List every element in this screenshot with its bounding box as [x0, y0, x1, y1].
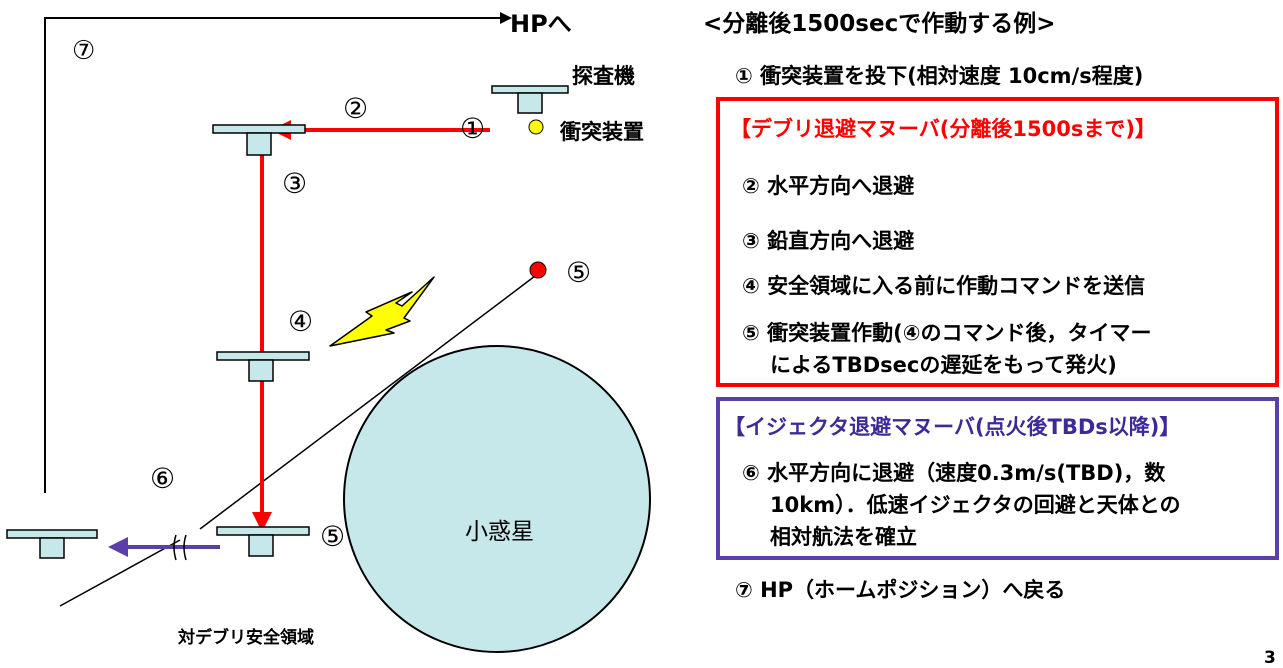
ejecta-line3: 相対航法を確立 [770, 525, 917, 549]
debris-step4: ④ 安全領域に入る前に作動コマンドを送信 [742, 274, 1146, 298]
impact-point [529, 261, 547, 279]
impactor-label: 衝突装置 [560, 120, 644, 144]
step5-marker-bottom: ⑤ [320, 520, 346, 553]
asteroid-label: 小惑星 [465, 519, 534, 545]
page-number: 3 [1264, 648, 1276, 668]
step7-text: ⑦ HP（ホームポジション）へ戻る [735, 578, 1066, 602]
safe-zone-label: 対デブリ安全領域 [178, 628, 314, 648]
step6-marker: ⑥ [150, 462, 176, 495]
hp-label: HPへ [510, 10, 572, 38]
craft-step5 [216, 526, 310, 557]
craft-step2 [212, 124, 306, 156]
probe-label: 探査機 [572, 64, 635, 88]
craft-step4 [216, 351, 310, 382]
step3-marker: ③ [282, 167, 308, 200]
debris-avoidance-box: 【デブリ退避マヌーバ(分離後1500sまで)】 ② 水平方向へ退避 ③ 鉛直方向… [716, 97, 1279, 387]
impactor [528, 119, 544, 135]
safe-zone-boundary [59, 539, 181, 607]
ejecta-avoidance-box: 【イジェクタ退避マヌーバ(点火後TBDs以降)】 ⑥ 水平方向に退避（速度0.3… [716, 397, 1279, 560]
panel-title: <分離後1500secで作動する例> [703, 11, 1056, 37]
ejecta-line2: 10km）．低速イジェクタの回避と天体との [770, 493, 1181, 517]
debris-step3: ③ 鉛直方向へ退避 [742, 229, 915, 253]
step1-text: ① 衝突装置を投下(相対速度 10cm/s程度) [735, 64, 1144, 88]
ejecta-box-header: 【イジェクタ退避マヌーバ(点火後TBDs以降)】 [724, 415, 1181, 439]
safe-zone-boundary [199, 275, 536, 530]
command-signal-icon [329, 276, 435, 347]
debris-step5: ⑤ 衝突装置作動(④のコマンド後，タイマー [742, 321, 1152, 345]
break-mark [183, 534, 187, 561]
ejecta-line1: ⑥ 水平方向に退避（速度0.3m/s(TBD)，数 [742, 461, 1166, 485]
probe-craft [491, 85, 569, 114]
return-to-hp-path [44, 12, 512, 493]
step2-marker: ② [343, 92, 369, 125]
step4-marker: ④ [288, 305, 314, 338]
craft-escaped [6, 529, 98, 559]
step5-marker-top: ⑤ [566, 256, 592, 289]
step1-marker: ① [460, 112, 486, 145]
asteroid [343, 345, 651, 653]
debris-step5-cont: によるTBDsecの遅延をもって発火) [770, 353, 1117, 377]
debris-box-header: 【デブリ退避マヌーバ(分離後1500sまで)】 [730, 117, 1156, 141]
debris-step2: ② 水平方向へ退避 [742, 174, 915, 198]
step7-marker: ⑦ [72, 36, 96, 66]
break-mark [173, 534, 177, 561]
